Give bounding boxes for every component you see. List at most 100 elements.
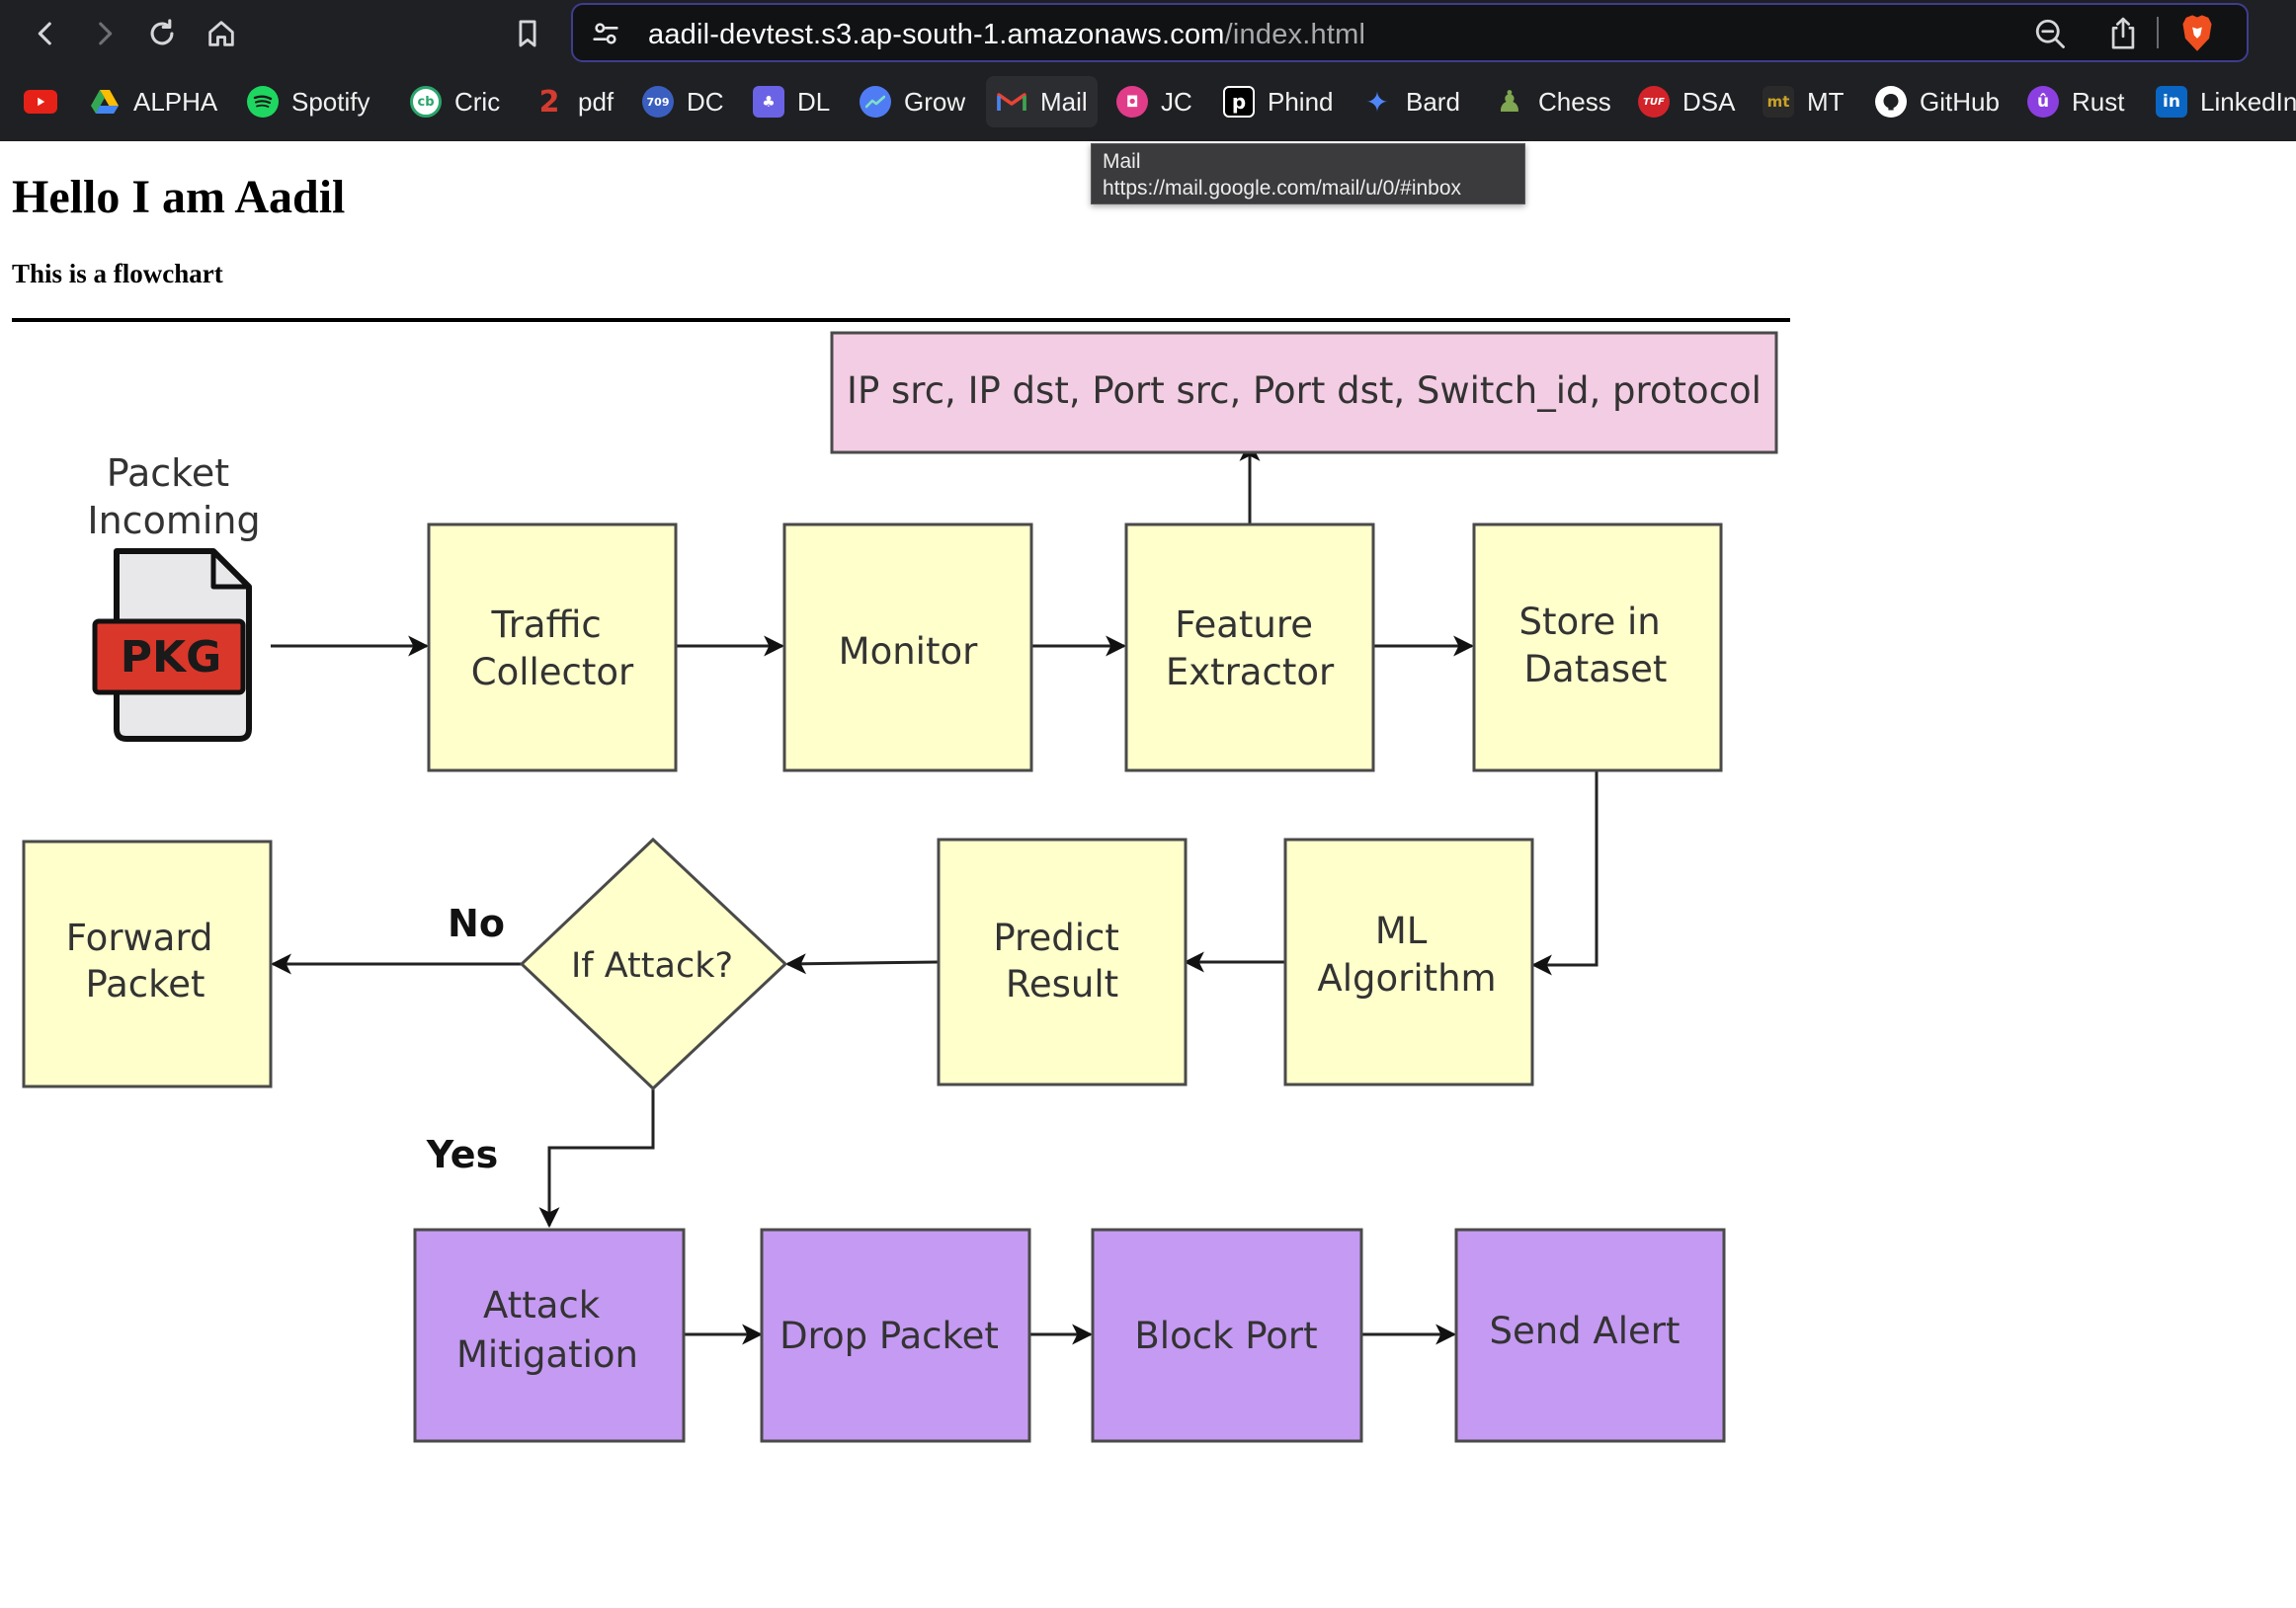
tuf-icon: TUF	[1638, 86, 1670, 118]
block-port-label: Block Port	[1134, 1315, 1317, 1357]
yes-label: Yes	[426, 1133, 498, 1176]
github-icon	[1875, 86, 1907, 118]
horizontal-rule	[12, 318, 1790, 322]
reload-button[interactable]	[140, 12, 184, 55]
phind-icon: p	[1223, 86, 1255, 118]
mt-icon: mt	[1763, 86, 1794, 118]
traffic-collector-label: Traffic Collector	[471, 603, 634, 693]
feature-extractor-label: Feature Extractor	[1166, 603, 1335, 693]
ml-algorithm-label: ML Algorithm	[1317, 910, 1496, 1000]
bookmark-cric[interactable]: cb Cric	[400, 76, 510, 127]
no-label: No	[448, 902, 505, 945]
back-button[interactable]	[24, 12, 67, 55]
attack-mitigation-label: Attack Mitigation	[456, 1284, 638, 1376]
monitor-box	[782, 523, 1033, 772]
bookmark-label: MT	[1807, 86, 1845, 117]
chevron-left-icon	[38, 22, 51, 45]
send-alert-label: Send Alert	[1489, 1310, 1680, 1352]
bookmark-github[interactable]: GitHub	[1865, 76, 2009, 127]
forward-packet-box	[22, 840, 273, 1088]
bookmark-alpha[interactable]: ALPHA	[79, 76, 227, 127]
bookmark-icon	[519, 20, 536, 47]
bookmark-label: Spotify	[291, 86, 370, 117]
packet-incoming-line: Incoming	[87, 499, 260, 542]
share-icon[interactable]	[2106, 15, 2140, 52]
brave-shields-icon[interactable]	[2177, 13, 2217, 54]
youtube-icon	[24, 90, 57, 114]
arrow-predict-to-decision	[784, 953, 940, 975]
bookmark-label: DSA	[1682, 86, 1736, 117]
fields-box-label: IP src, IP dst, Port src, Port dst, Swit…	[847, 369, 1762, 412]
if-attack-label: If Attack?	[571, 946, 733, 986]
url-host: aadil-devtest.s3.ap-south-1.amazonaws.co…	[648, 19, 1225, 50]
bookmark-spotify[interactable]: Spotify	[237, 76, 380, 127]
packet-incoming-label: Packet Incoming	[87, 451, 260, 542]
zoom-out-icon[interactable]	[2032, 16, 2068, 51]
bookmark-label: Chess	[1538, 86, 1611, 117]
bookmark-label: GitHub	[1920, 86, 2000, 117]
drive-icon	[89, 86, 121, 118]
predict-result-label: Predict Result	[993, 917, 1130, 1005]
bookmark-tooltip: Mail https://mail.google.com/mail/u/0/#i…	[1091, 143, 1525, 204]
dc-icon: 709	[642, 86, 674, 118]
bookmark-mail[interactable]: Mail	[986, 76, 1098, 127]
fields-box	[830, 331, 1778, 454]
pdf-icon: 2	[538, 84, 560, 120]
bookmark-linkedin[interactable]: in LinkedIn	[2146, 76, 2296, 127]
bookmark-mt[interactable]: mt MT	[1753, 76, 1854, 127]
if-attack-decision	[519, 837, 788, 1091]
store-dataset-box	[1472, 523, 1723, 772]
bookmark-label: JC	[1161, 86, 1192, 117]
bookmark-dc[interactable]: 709 DC	[632, 76, 734, 127]
bookmark-phind[interactable]: p Phind	[1213, 76, 1344, 127]
bookmark-pdf[interactable]: 2 pdf	[524, 76, 623, 127]
traffic-collector-box	[427, 523, 678, 772]
dl-icon: ♣	[753, 86, 784, 118]
bookmark-label: DC	[687, 86, 724, 117]
home-button[interactable]	[200, 12, 243, 55]
predict-result-box	[937, 838, 1188, 1086]
drop-packet-box	[760, 1228, 1031, 1443]
bookmark-bard[interactable]: ✦ Bard	[1352, 76, 1470, 127]
bookmark-label: Cric	[454, 86, 501, 117]
bookmark-youtube[interactable]	[14, 76, 67, 127]
groww-icon	[860, 86, 891, 118]
send-alert-box	[1454, 1228, 1726, 1443]
jc-icon: ◘	[1116, 86, 1148, 118]
url-text[interactable]: aadil-devtest.s3.ap-south-1.amazonaws.co…	[648, 19, 1365, 51]
packet-incoming-line: Packet	[107, 451, 229, 495]
address-bar[interactable]: aadil-devtest.s3.ap-south-1.amazonaws.co…	[571, 3, 2249, 62]
tooltip-title: Mail	[1103, 150, 1141, 173]
forward-button[interactable]	[83, 12, 126, 55]
bookmarks-bar: ALPHA Spotify cb Cric 2 pdf 709 DC ♣ DL …	[0, 66, 2296, 141]
bookmark-jc[interactable]: ◘ JC	[1107, 76, 1202, 127]
address-bar-divider	[2157, 17, 2159, 48]
package-file-icon: PKG	[92, 548, 252, 742]
rust-icon: û	[2027, 86, 2059, 118]
bookmark-button[interactable]	[506, 12, 549, 55]
arrow-decision-to-mitigation	[538, 1089, 655, 1229]
spotify-icon	[247, 86, 279, 118]
url-path: /index.html	[1224, 19, 1366, 50]
page-subheading: This is a flowchart	[12, 259, 223, 288]
site-settings-icon[interactable]	[589, 17, 622, 50]
tooltip-url: https://mail.google.com/mail/u/0/#inbox	[1103, 177, 1462, 200]
bookmark-label: Phind	[1268, 86, 1334, 117]
gmail-icon	[996, 86, 1027, 118]
cricbuzz-icon: cb	[410, 86, 442, 118]
ml-algorithm-box	[1283, 838, 1534, 1086]
linkedin-icon: in	[2156, 86, 2187, 118]
bookmark-grow[interactable]: Grow	[850, 76, 975, 127]
bookmark-dsa[interactable]: TUF DSA	[1628, 76, 1745, 127]
bookmark-chess[interactable]: ♟ Chess	[1484, 76, 1621, 127]
feature-extractor-box	[1124, 523, 1375, 772]
store-dataset-label: Store in Dataset	[1518, 601, 1672, 690]
page-heading: Hello I am Aadil	[12, 171, 346, 223]
bookmark-dl[interactable]: ♣ DL	[743, 76, 840, 127]
bookmark-label: pdf	[578, 86, 615, 117]
block-port-box	[1091, 1228, 1363, 1443]
bookmark-rust[interactable]: û Rust	[2017, 76, 2134, 127]
chevron-right-icon	[99, 22, 113, 45]
monitor-label: Monitor	[839, 630, 978, 673]
